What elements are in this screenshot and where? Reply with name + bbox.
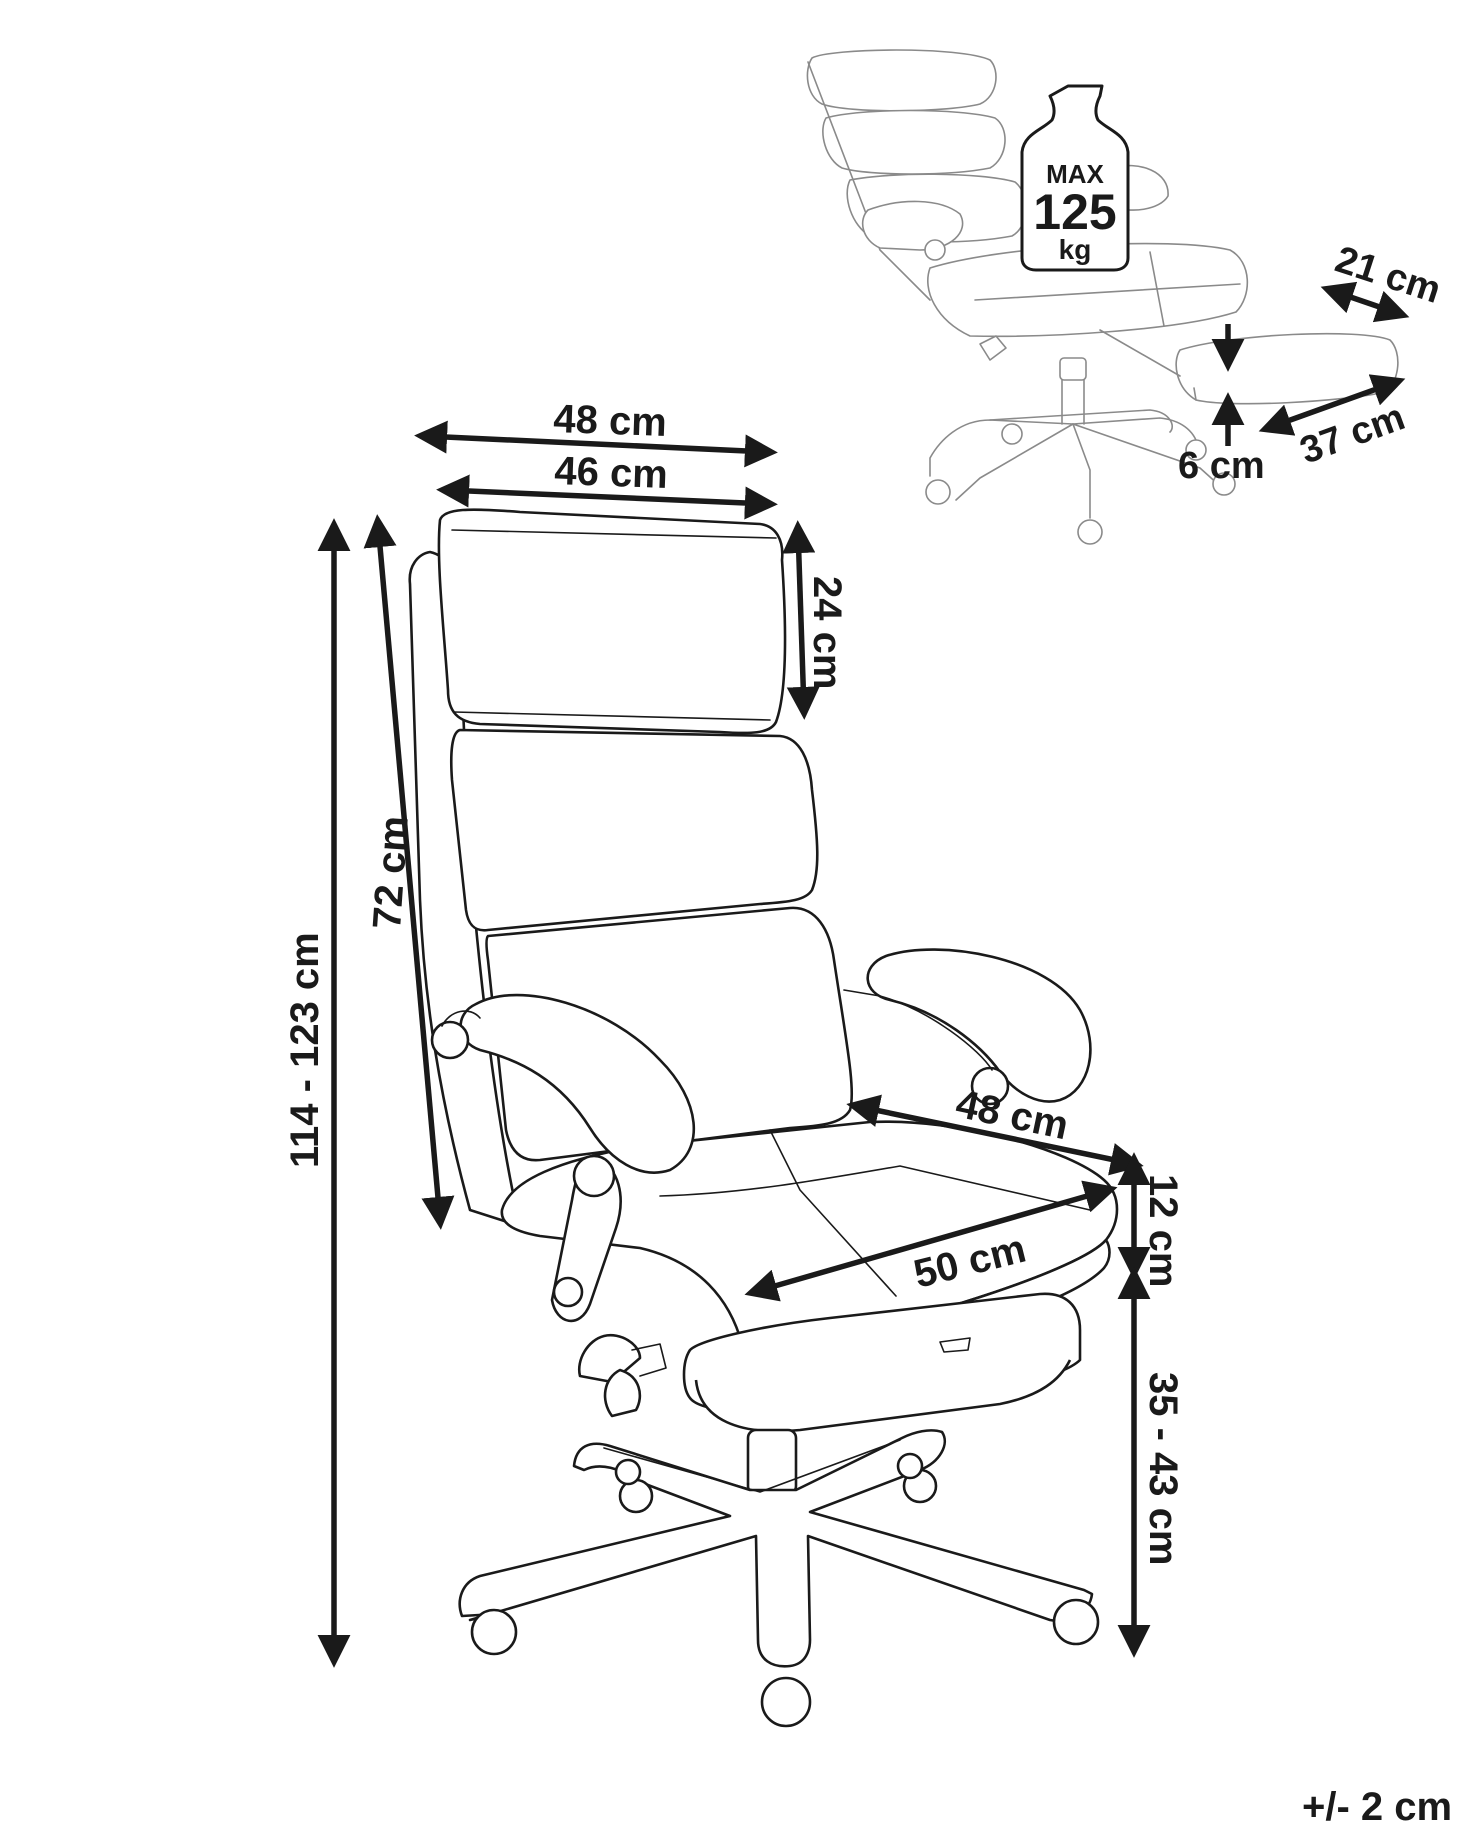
overall-width-dimension: 48 cm [414,397,778,468]
backrest-height-label: 72 cm [365,814,417,930]
overall-width-label: 48 cm [553,397,668,445]
headrest-height-label: 24 cm [805,576,849,689]
weight-limit-badge: MAX 125 kg [1020,84,1130,272]
backrest-height-dimension: 72 cm [363,514,455,1230]
backrest-width-label: 46 cm [554,449,669,497]
seat-height-label: 35 - 43 cm [1141,1372,1185,1565]
seat-height-dimension: 35 - 43 cm [1117,1266,1185,1658]
weight-limit-unit: kg [1059,234,1092,265]
seat-thickness-dimension: 12 cm [1117,1152,1185,1287]
footrest-clearance-label: 6 cm [1178,445,1265,487]
reclined-chair-illustration [806,49,1399,545]
backrest-width-dimension: 46 cm [436,449,778,520]
seat-thickness-label: 12 cm [1141,1174,1185,1287]
footrest-clearance-dimension: 6 cm [1178,324,1265,487]
total-height-dimension: 114 - 123 cm [283,518,351,1668]
weight-limit-label: MAX [1046,159,1104,189]
weight-limit-value: 125 [1033,184,1116,240]
tolerance-note: +/- 2 cm [1302,1785,1452,1826]
footrest-depth-label: 21 cm [1330,239,1445,312]
total-height-label: 114 - 123 cm [283,932,327,1168]
headrest-height-dimension: 24 cm [782,520,849,720]
footrest-depth-dimension: 21 cm [1320,239,1446,323]
footrest-length-label: 37 cm [1295,396,1411,472]
